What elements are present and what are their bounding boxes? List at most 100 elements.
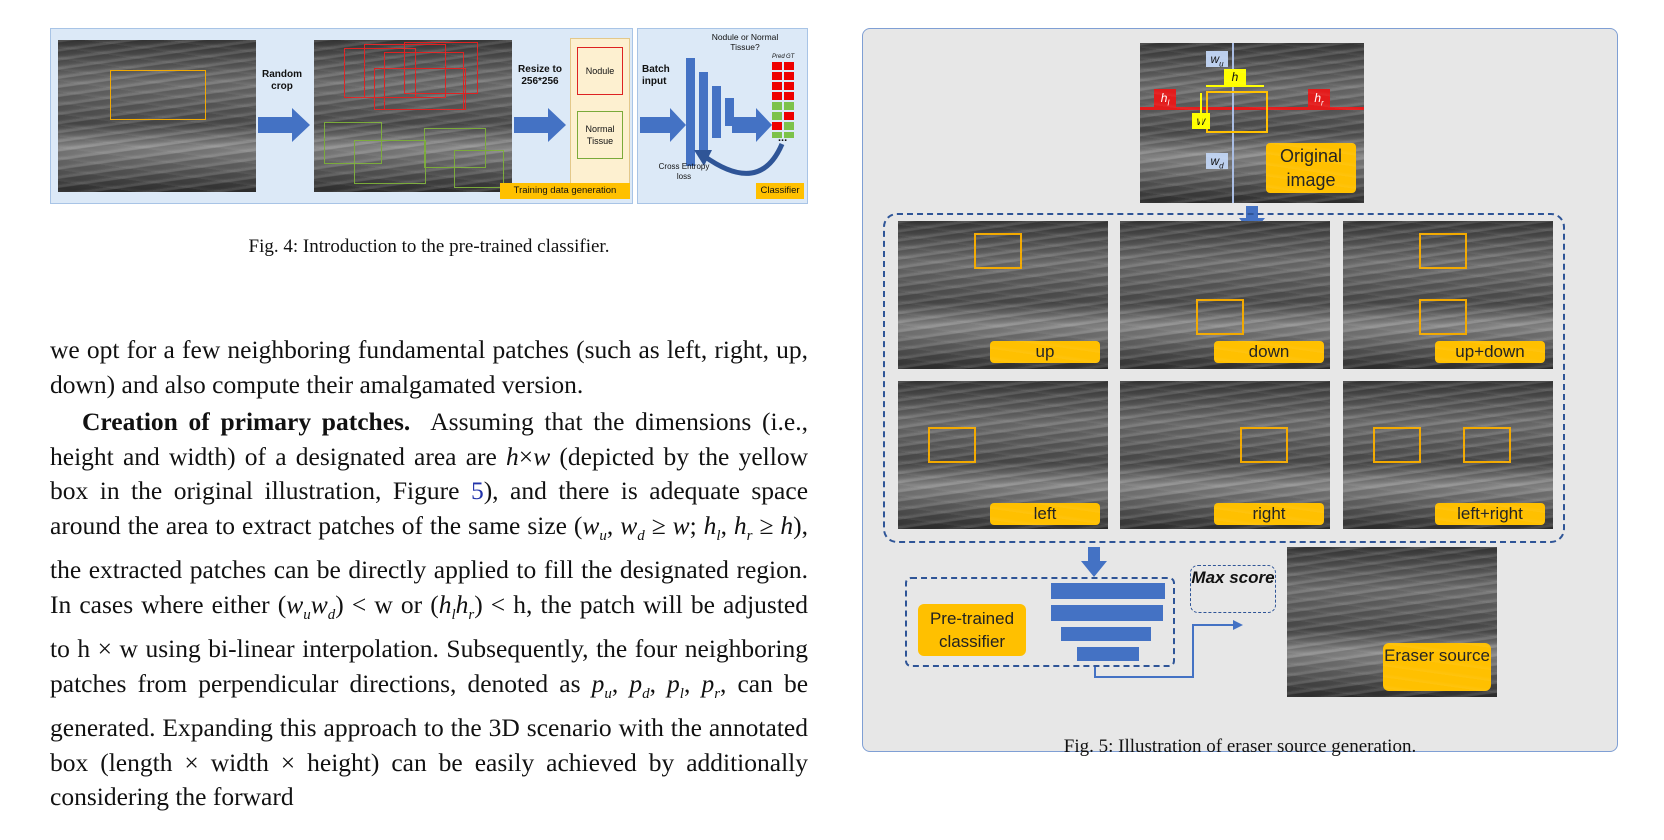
max-score-label: Max score [1190, 565, 1276, 613]
patches-container [883, 213, 1565, 543]
w-text: w [1196, 114, 1206, 128]
para2-part-g: , can be generated. Expanding this appro… [50, 668, 809, 812]
classifier-network-icon [1051, 583, 1165, 661]
fig4-nodule-box [110, 70, 206, 120]
patch-tile-down: down [1120, 221, 1330, 369]
fig4-arrow-1 [258, 108, 310, 142]
para1-text: we opt for a few neighboring fundamental… [50, 335, 808, 399]
wd-label: wd [1206, 153, 1228, 171]
wu-sub: u [1219, 59, 1224, 69]
body-paragraph-1: we opt for a few neighboring fundamental… [50, 333, 808, 402]
crop-box [404, 42, 478, 94]
patch-box [1419, 233, 1467, 269]
tile-label-left-right: left+right [1435, 503, 1545, 525]
w-label: w [1192, 113, 1210, 129]
fig4-pred-label: Pred [772, 54, 785, 60]
fig4-batch-input-label: Batch input [642, 64, 670, 87]
tile-label-up: up [990, 341, 1100, 363]
patch-box [1373, 427, 1421, 463]
fig4-arrow-3 [640, 108, 686, 142]
fig5-caption: Fig. 5: Illustration of eraser source ge… [1063, 736, 1417, 757]
patch-box [974, 233, 1022, 269]
hl-label: hl [1154, 89, 1176, 107]
eraser-source-label: Eraser source [1383, 643, 1491, 691]
patch-tile-right: right [1120, 381, 1330, 529]
original-image: h w wu wd hl hr Original image [1140, 43, 1364, 203]
fig4-arrow-2 [514, 108, 566, 142]
fig4-prediction-grid [772, 62, 794, 138]
hr-text: h [1314, 91, 1321, 105]
patch-box [1419, 299, 1467, 335]
para2-part-f: ) < h, the patch will be adjusted to h ×… [50, 589, 808, 698]
fig4-samples-panel: Nodule Normal Tissue [570, 38, 630, 188]
para2-part-e: ) < w or ( [335, 589, 439, 619]
h-text: h [1231, 70, 1239, 84]
fig4-ellipsis: ... [778, 132, 788, 144]
designated-region-box [1206, 91, 1268, 133]
fig4-cross-entropy-label: Cross Entropy loss [658, 162, 710, 181]
down-arrow-1 [1239, 206, 1265, 234]
fig4-network-icon [686, 58, 734, 166]
classifier-container [905, 577, 1175, 667]
h-label: h [1224, 69, 1246, 85]
patch-tile-left: left [898, 381, 1108, 529]
para2-part-c: ), and there is adequate space around th… [50, 476, 809, 540]
fig4-nodule-label: Nodule [577, 47, 623, 95]
vertical-blue-line [1232, 43, 1234, 203]
para2-part-d: ), the extracted patches can be directly… [50, 510, 809, 619]
fig4-normal-tissue-label: Normal Tissue [577, 111, 623, 159]
section-heading: Creation of primary patches. [82, 407, 411, 436]
patch-box [1196, 299, 1244, 335]
down-arrow-2 [1081, 547, 1107, 577]
crop-box [424, 128, 486, 168]
patch-tile-up-down: up+down [1343, 221, 1553, 369]
fig4-question-label: Nodule or Normal Tissue? [711, 32, 779, 52]
figure-5: h w wu wd hl hr Original image up down u… [862, 28, 1618, 752]
figure-4: Random crop Resize to 256*256 Nodule Nor… [50, 28, 808, 204]
tile-label-left: left [990, 503, 1100, 525]
tile-label-right: right [1214, 503, 1324, 525]
wd-sub: d [1219, 161, 1224, 171]
hl-text: h [1160, 91, 1168, 105]
fig4-training-data-generation-label: Training data generation [500, 183, 630, 199]
patch-tile-up: up [898, 221, 1108, 369]
hr-label: hr [1308, 89, 1330, 107]
fig4-classifier-label: Classifier [756, 183, 804, 199]
fig4-crop-image [314, 40, 512, 192]
crop-box [374, 68, 466, 110]
h-arrow [1206, 85, 1264, 87]
fig4-ultrasound-image [58, 40, 256, 192]
w-arrow [1200, 93, 1202, 129]
para2-part-a: Assuming that the dimensions (i.e., heig… [50, 407, 808, 471]
wd-text: w [1210, 154, 1220, 168]
patch-box [928, 427, 976, 463]
pretrained-classifier-label: Pre-trained classifier [918, 604, 1026, 656]
fig4-loss-arrow [694, 142, 785, 176]
crop-box [364, 44, 446, 98]
fig4-resize-label: Resize to 256*256 [518, 64, 562, 87]
patch-box [1240, 427, 1288, 463]
patch-box [1463, 427, 1511, 463]
figure-5-link[interactable]: 5 [470, 476, 484, 505]
fig4-arrow-4 [732, 108, 772, 142]
fig4-caption: Fig. 4: Introduction to the pre-trained … [248, 236, 610, 257]
wu-text: w [1210, 52, 1220, 66]
tile-label-up-down: up+down [1435, 341, 1545, 363]
max-score-connector [1094, 620, 1243, 678]
horizontal-red-line [1140, 107, 1364, 110]
crop-box [454, 150, 504, 188]
patch-tile-left-right: left+right [1343, 381, 1553, 529]
para2-part-b: (depicted by the yellow box in the origi… [50, 441, 808, 506]
hr-sub: r [1321, 98, 1324, 108]
hl-sub: l [1167, 98, 1170, 108]
crop-box [354, 140, 426, 184]
crop-box [324, 122, 382, 164]
wu-label: wu [1206, 51, 1228, 69]
fig4-gt-label: GT [786, 54, 795, 60]
eraser-source-image: Eraser source [1287, 547, 1497, 697]
fig4-random-crop-label: Random crop [262, 69, 302, 92]
original-image-label: Original image [1266, 143, 1356, 193]
body-paragraph-2: Creation of primary patches. Assuming th… [50, 407, 809, 812]
crop-box [344, 48, 416, 98]
tile-label-down: down [1214, 341, 1324, 363]
